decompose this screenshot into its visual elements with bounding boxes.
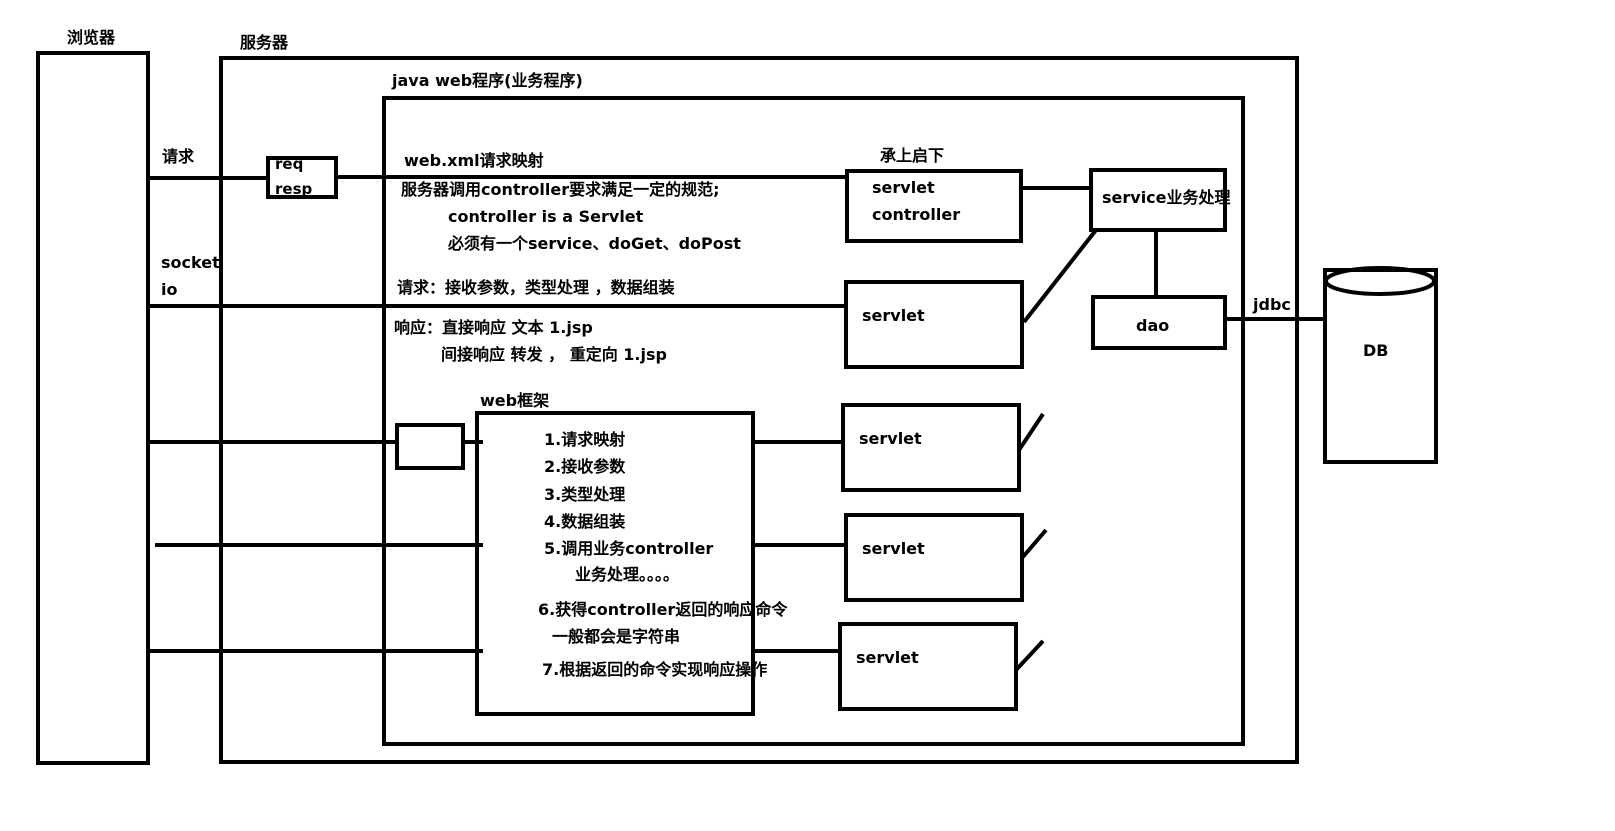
dao-box xyxy=(1091,295,1227,350)
web-framework-box xyxy=(475,411,755,716)
service-processing-label: service业务处理 xyxy=(1102,188,1231,207)
server-label: 服务器 xyxy=(240,33,289,52)
servlet-label-5: servlet xyxy=(856,648,919,667)
browser-label: 浏览器 xyxy=(67,28,116,47)
db-cylinder-top xyxy=(1324,266,1436,296)
framework-step: 6.获得controller返回的响应命令 xyxy=(538,600,788,619)
socket-label: socket xyxy=(161,253,220,272)
servlet-box-5 xyxy=(838,622,1018,711)
servlet-label-3: servlet xyxy=(859,429,922,448)
resp-label: resp xyxy=(275,180,312,198)
java-web-app-box xyxy=(382,96,1245,746)
response-indirect-text: 间接响应 转发 ， 重定向 1.jsp xyxy=(441,345,667,364)
dao-label: dao xyxy=(1136,316,1169,335)
request-label: 请求 xyxy=(162,147,195,166)
framework-step: 7.根据返回的命令实现响应操作 xyxy=(542,660,767,679)
controller-is-servlet-text: controller is a Servlet xyxy=(448,207,644,226)
framework-step: 一般都会是字符串 xyxy=(552,627,680,646)
servlet-label-4: servlet xyxy=(862,539,925,558)
framework-step: 4.数据组装 xyxy=(544,512,625,531)
java-web-app-label: java web程序(业务程序) xyxy=(391,71,583,90)
server-box xyxy=(219,56,1299,764)
request-steps-text: 请求：接收参数，类型处理 ，数据组装 xyxy=(397,278,675,297)
web-xml-mapping-label: web.xml请求映射 xyxy=(404,151,544,170)
req-label: req xyxy=(275,155,303,173)
web-framework-label: web框架 xyxy=(480,391,549,410)
io-label: io xyxy=(161,280,177,299)
servlet-label-1: servlet xyxy=(872,178,935,197)
bridge-label: 承上启下 xyxy=(880,146,944,165)
browser-box xyxy=(36,51,150,765)
servlet-label-2: servlet xyxy=(862,306,925,325)
framework-step: 5.调用业务controller xyxy=(544,539,713,558)
jdbc-label: jdbc xyxy=(1252,295,1291,314)
framework-entry-box xyxy=(395,423,465,470)
controller-label: controller xyxy=(872,205,960,224)
db-cylinder-body xyxy=(1323,268,1438,464)
servlet-box-2 xyxy=(844,280,1024,369)
framework-step: 3.类型处理 xyxy=(544,485,625,504)
framework-step: 业务处理。。。。 xyxy=(575,565,679,584)
must-have-methods-text: 必须有一个service、doGet、doPost xyxy=(447,234,741,253)
servlet-controller-box xyxy=(845,169,1023,243)
db-label: DB xyxy=(1363,341,1388,360)
framework-step: 2.接收参数 xyxy=(544,457,626,476)
response-direct-text: 响应：直接响应 文本 1.jsp xyxy=(394,318,593,337)
framework-step: 1.请求映射 xyxy=(544,430,625,449)
server-calls-controller-text: 服务器调用controller要求满足一定的规范; xyxy=(401,180,720,199)
